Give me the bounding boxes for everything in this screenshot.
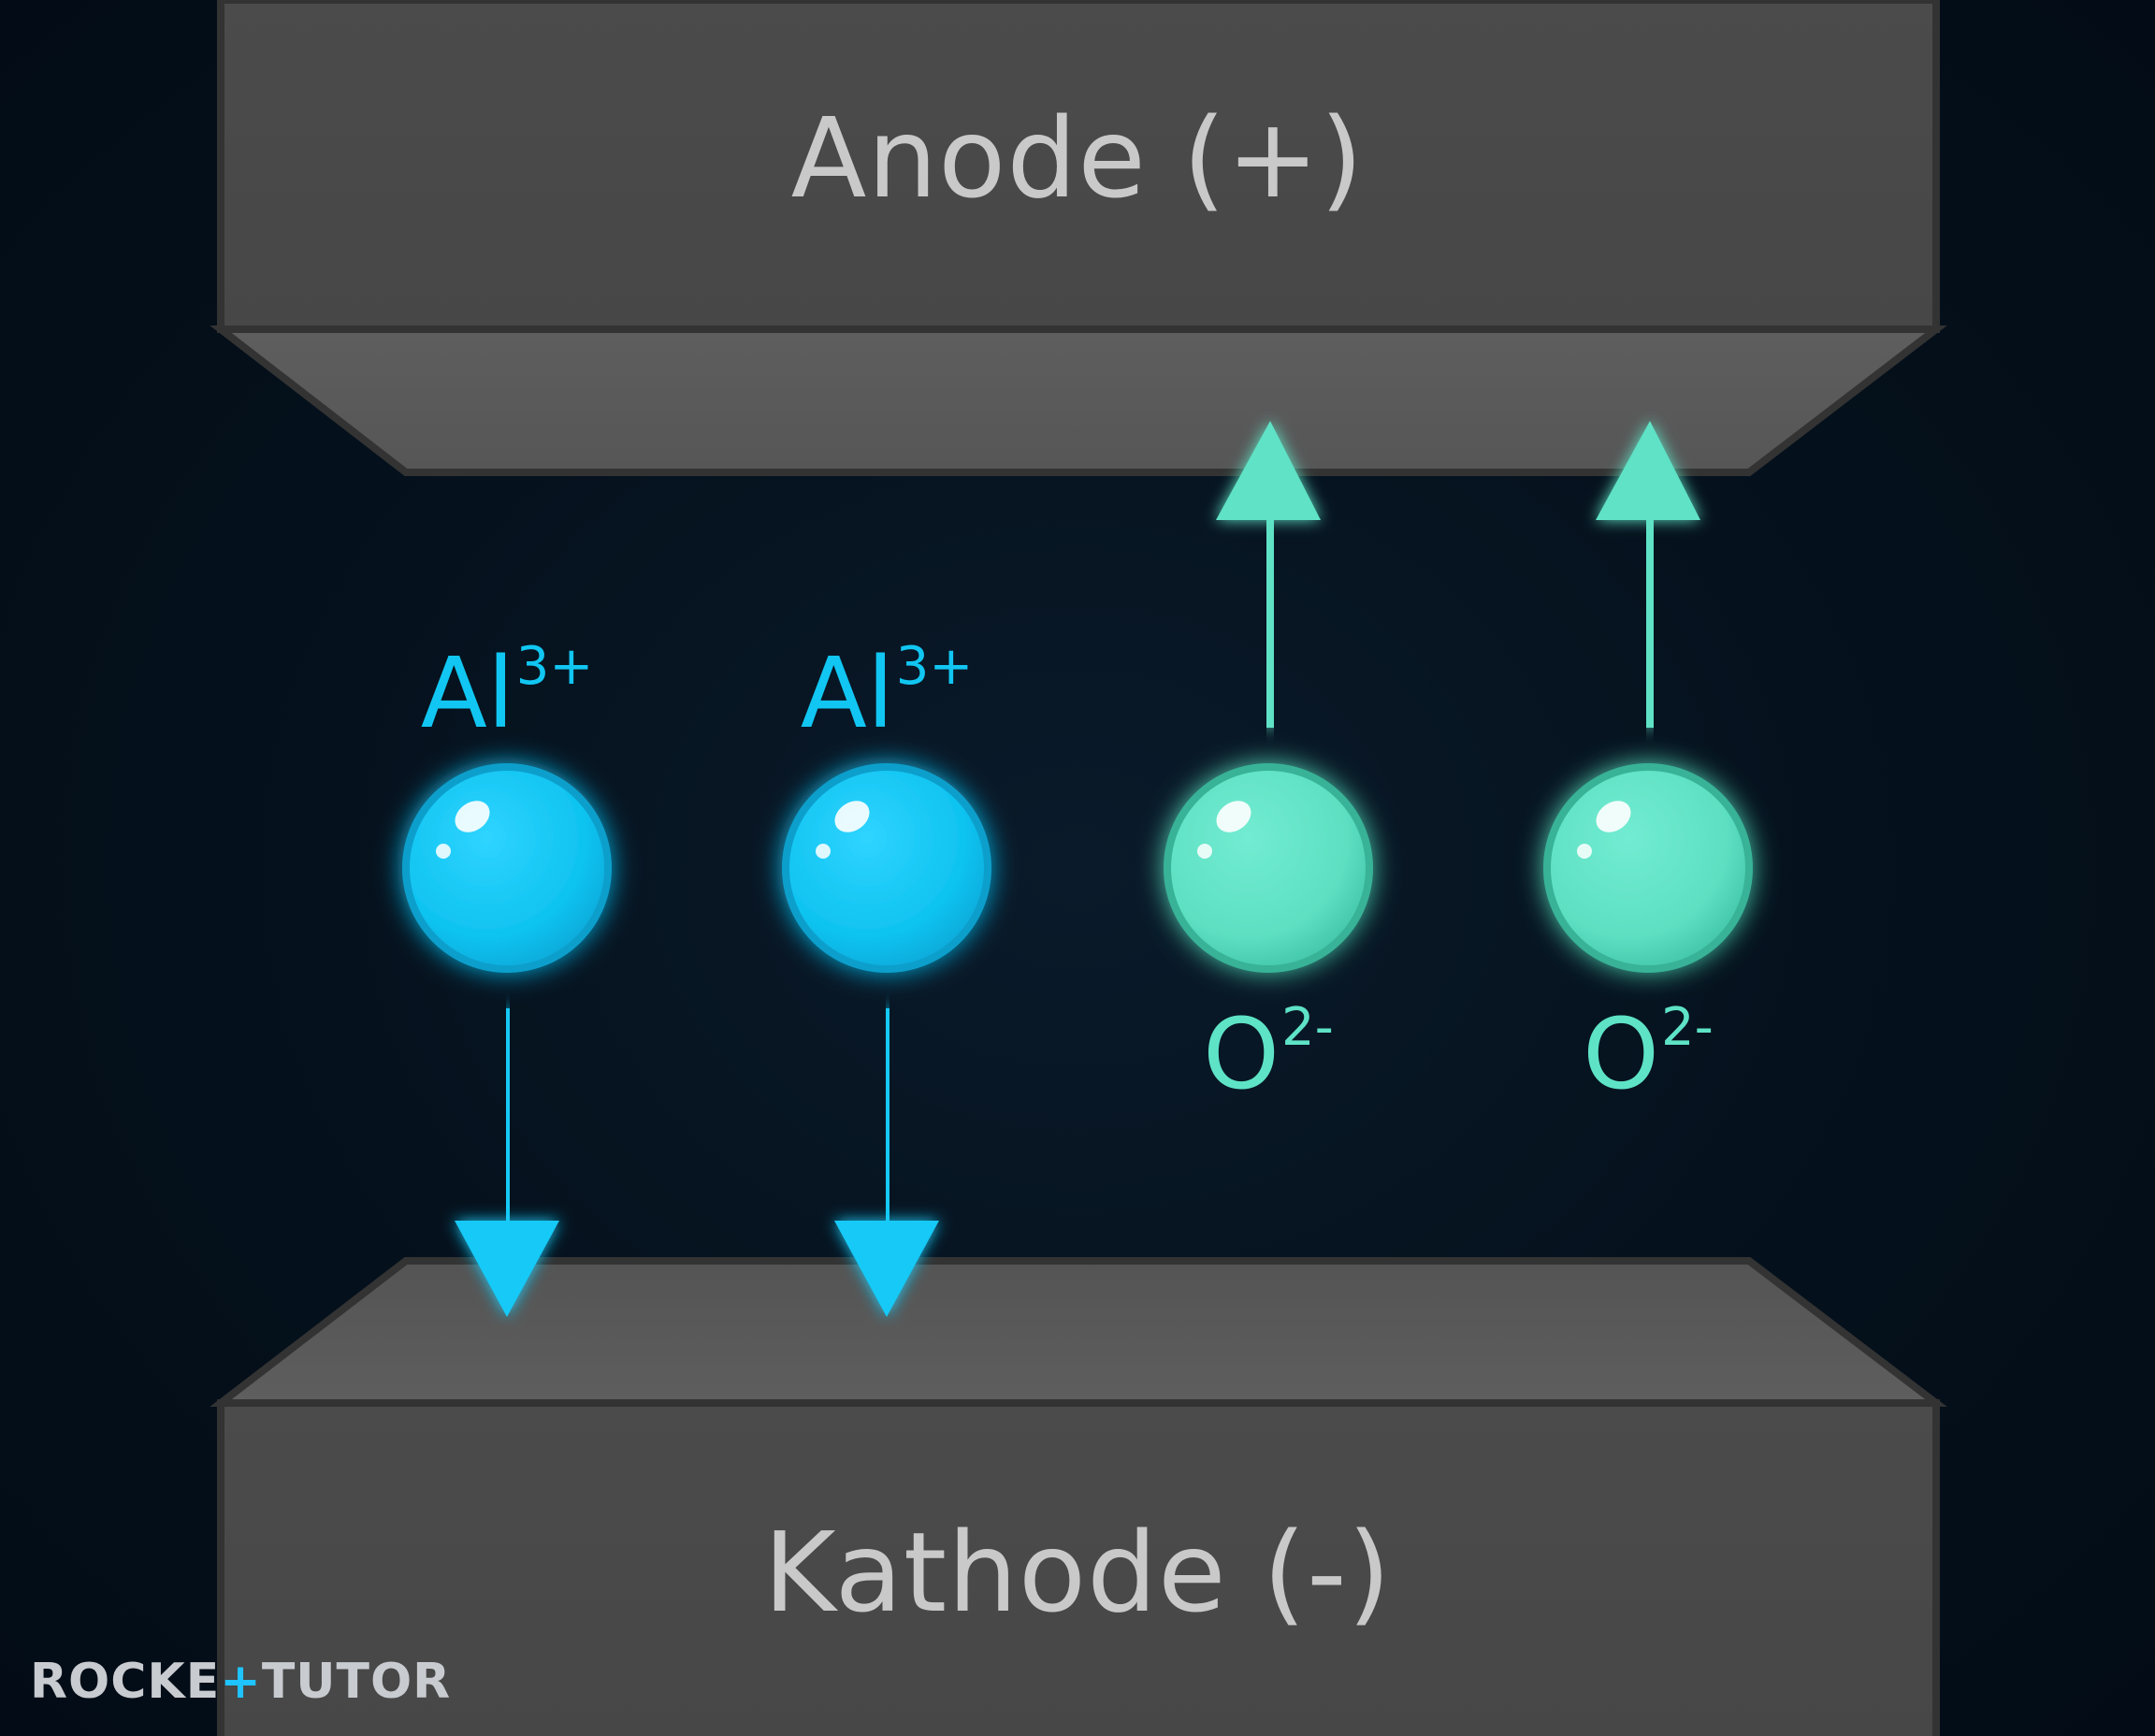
ion-label-o-1: O2- [1128, 997, 1409, 1111]
ion-charge: 2- [1281, 997, 1334, 1058]
ion-symbol: O [1203, 997, 1280, 1111]
cathode-label: Kathode (-) [763, 1508, 1392, 1637]
oxygen-ion [1164, 421, 1373, 973]
ion-charge: 2- [1661, 997, 1714, 1058]
aluminum-ion [402, 763, 612, 1317]
aluminum-ion [782, 763, 991, 1317]
anode-electrode [210, 0, 1947, 476]
cathode-electrode [210, 1257, 1947, 1736]
oxygen-ion [1543, 421, 1753, 973]
rockettutor-logo: ROCKE+TUTOR [30, 1654, 452, 1710]
arrow-down-icon [455, 1221, 559, 1317]
ion-label-al-2: Al3+ [746, 636, 1027, 750]
ion-label-al-1: Al3+ [367, 636, 647, 750]
arrow-down-icon [834, 1221, 939, 1317]
arrow-up-icon [1216, 421, 1321, 520]
ion-charge: 3+ [895, 636, 974, 697]
ion-symbol: Al [420, 636, 514, 750]
ion-charge: 3+ [515, 636, 594, 697]
ion-symbol: O [1583, 997, 1659, 1111]
anode-label: Anode (+) [790, 94, 1365, 223]
arrow-up-icon [1596, 421, 1700, 520]
ion-symbol: Al [800, 636, 894, 750]
ion-label-o-2: O2- [1508, 997, 1788, 1111]
